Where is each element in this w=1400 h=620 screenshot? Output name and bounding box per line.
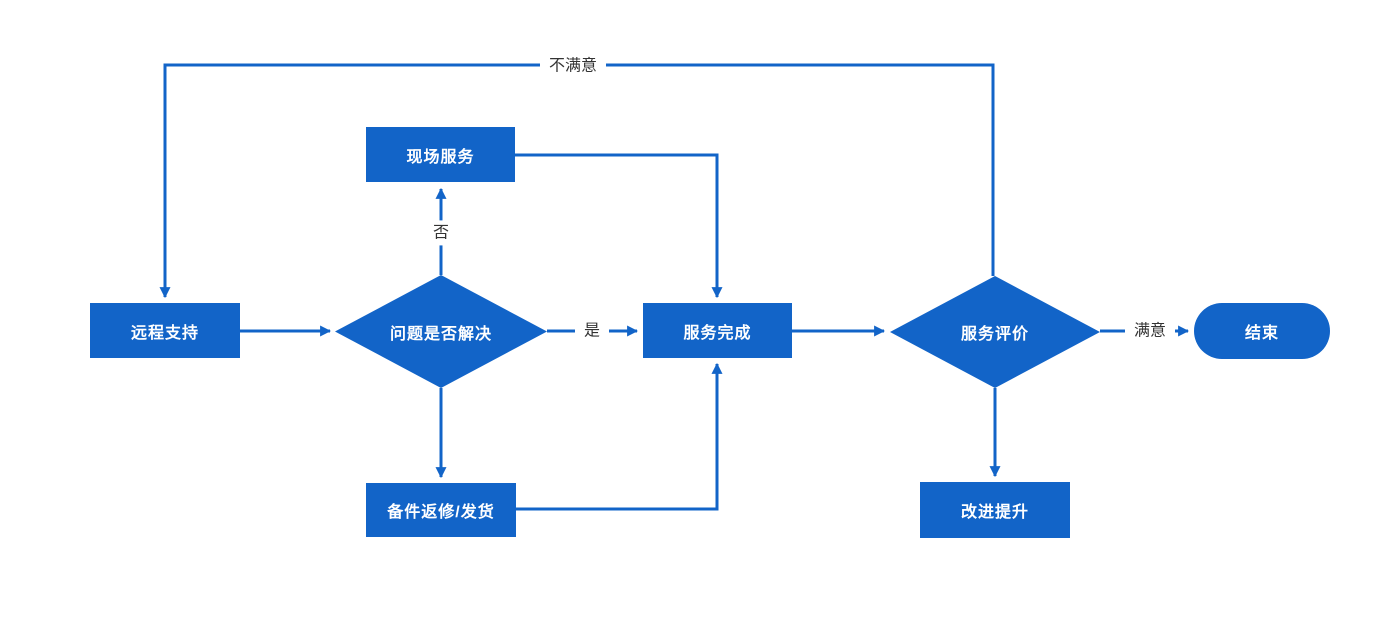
edge-label-dissatisfied: 不满意 [539, 53, 607, 79]
node-onsite-service[interactable]: 现场服务 [366, 127, 515, 182]
node-service-complete[interactable]: 服务完成 [643, 303, 792, 358]
node-remote-support[interactable]: 远程支持 [90, 303, 240, 358]
node-improvement[interactable]: 改进提升 [920, 482, 1070, 538]
edge-onsite-to-complete [515, 153, 723, 299]
edge-evaluation-to-remote [159, 63, 995, 299]
edge-label-satisfied: 满意 [1124, 318, 1176, 344]
edge-spare-to-complete [516, 362, 723, 511]
node-end-terminator[interactable]: 结束 [1194, 303, 1330, 359]
edge-label-no: 否 [423, 220, 459, 246]
edge-label-yes: 是 [574, 318, 610, 344]
node-spare-parts-return[interactable]: 备件返修/发货 [366, 483, 516, 537]
